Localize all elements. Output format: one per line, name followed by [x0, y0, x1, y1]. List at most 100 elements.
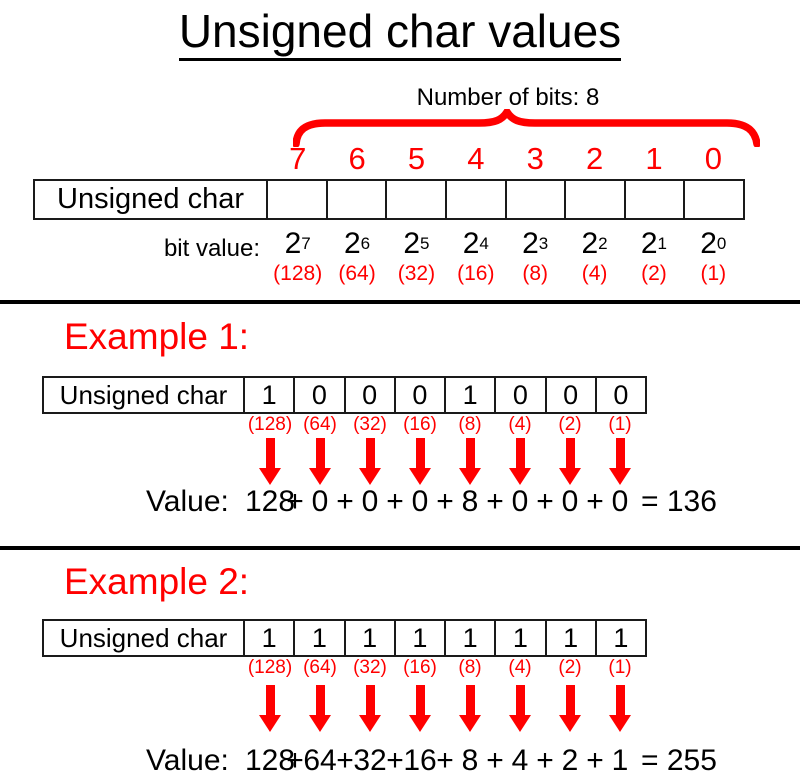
- register-bit-cells: [266, 179, 745, 220]
- place-value: (64): [303, 414, 337, 435]
- page-title: Unsigned char values: [0, 4, 800, 61]
- bit-cell: 1: [343, 621, 394, 655]
- number-of-bits-label: Number of bits: 8: [416, 84, 600, 111]
- bit-value-label: bit value:: [163, 235, 260, 262]
- bit-index-3: 3: [526, 141, 544, 176]
- down-arrow-icon: [559, 438, 581, 485]
- bit-index-1: 1: [645, 141, 663, 176]
- bit-cell: [564, 181, 624, 218]
- equation-plus: +: [536, 744, 554, 777]
- bit-cell: 0: [594, 378, 645, 412]
- register-label: Unsigned char: [33, 179, 268, 220]
- bit-cell: 1: [261, 379, 277, 410]
- down-arrow-icon: [259, 685, 281, 732]
- place-value: (8): [458, 657, 482, 678]
- equation-plus: +: [536, 485, 554, 518]
- bit-cell: 0: [544, 378, 595, 412]
- bit-cell: 1: [494, 621, 544, 655]
- bit-index-5: 5: [407, 141, 426, 176]
- section-divider: [0, 300, 800, 304]
- equation-plus: +: [286, 744, 304, 777]
- place-value: (128): [273, 262, 323, 285]
- place-value: (1): [700, 262, 727, 285]
- example-1-equation: Value: 128 + 0 + 0 + 0 + 8 + 0 + 0 + 0 =…: [0, 485, 800, 525]
- equation-term: 0: [411, 485, 429, 518]
- equation-term: 64: [303, 744, 337, 777]
- place-value: (2): [641, 262, 667, 285]
- place-value: (8): [522, 262, 549, 285]
- equation-label: Value:: [146, 485, 229, 518]
- equation-plus: +: [486, 485, 504, 518]
- down-arrow-icon: [609, 438, 631, 485]
- curly-brace-icon: [293, 109, 760, 147]
- place-value: (128): [247, 414, 293, 435]
- down-arrow-icon: [359, 438, 381, 485]
- bit-cell: 0: [293, 378, 343, 412]
- down-arrow-icon: [259, 438, 281, 485]
- bit-cell: 0: [494, 378, 544, 412]
- equation-term: 0: [311, 485, 329, 518]
- bit-index-2: 2: [585, 141, 604, 176]
- equation-term: 128: [244, 744, 296, 777]
- equation-plus: +: [386, 744, 404, 777]
- example-2-arrows: [245, 684, 645, 733]
- bit-cell: [385, 181, 445, 218]
- place-values-row: (128) (64) (32) (16) (8) (4) (2) (1): [268, 262, 743, 286]
- equation-term: 0: [611, 485, 629, 518]
- equation-term: 0: [561, 485, 579, 518]
- bit-cell: 1: [393, 621, 444, 655]
- equation-label: Value:: [146, 744, 229, 777]
- bit-cell: 1: [261, 622, 277, 653]
- bit-cell: 0: [343, 378, 394, 412]
- down-arrow-icon: [409, 685, 431, 732]
- example-1-register-label: Unsigned char: [42, 376, 245, 414]
- down-arrow-icon: [309, 685, 331, 732]
- place-value: (8): [458, 414, 482, 435]
- bit-cell: [504, 181, 565, 218]
- place-value: (2): [558, 657, 582, 678]
- down-arrow-icon: [509, 438, 531, 485]
- example-2-place-values: (128) (64) (32) (16) (8) (4) (2) (1): [245, 657, 645, 679]
- equation-term: 8: [461, 744, 479, 777]
- equation-plus: +: [436, 744, 454, 777]
- equation-term: 32: [353, 744, 387, 777]
- example-1-bit-cells: 1 0 0 0 1 0 0 0: [243, 376, 647, 414]
- bit-cell: 1: [444, 378, 494, 412]
- example-2-equation: Value: 128 + 64 + 32 + 16 + 8 + 4 + 2 + …: [0, 744, 800, 784]
- place-value: (16): [403, 657, 437, 678]
- place-value: (32): [353, 657, 387, 678]
- equation-plus: +: [436, 485, 454, 518]
- place-value: (64): [338, 262, 376, 285]
- equation-result: = 136: [641, 485, 717, 518]
- equation-plus: +: [336, 485, 354, 518]
- bit-index-0: 0: [704, 141, 722, 176]
- down-arrow-icon: [559, 685, 581, 732]
- place-value: (32): [397, 262, 436, 285]
- place-value: (1): [608, 414, 632, 435]
- down-arrow-icon: [459, 438, 481, 485]
- bit-index-6: 6: [348, 141, 366, 176]
- place-value: (1): [608, 657, 632, 678]
- bit-cell: 1: [293, 621, 343, 655]
- down-arrow-icon: [509, 685, 531, 732]
- down-arrow-icon: [359, 685, 381, 732]
- equation-term: 2: [561, 744, 579, 777]
- place-value: (64): [303, 657, 337, 678]
- place-value: (2): [558, 414, 582, 435]
- place-value: (128): [247, 657, 293, 678]
- equation-plus: +: [386, 485, 404, 518]
- page-title-text: Unsigned char values: [178, 5, 622, 61]
- bit-index-row: 7 6 5 4 3 2 1 0: [268, 141, 743, 177]
- down-arrow-icon: [309, 438, 331, 485]
- equation-term: 8: [461, 485, 479, 518]
- bit-cell: [444, 181, 505, 218]
- equation-term: 4: [511, 744, 529, 777]
- bit-cell: 0: [393, 378, 444, 412]
- bit-cell: 1: [544, 621, 595, 655]
- place-value: (4): [508, 414, 532, 435]
- equation-result: = 255: [641, 744, 717, 777]
